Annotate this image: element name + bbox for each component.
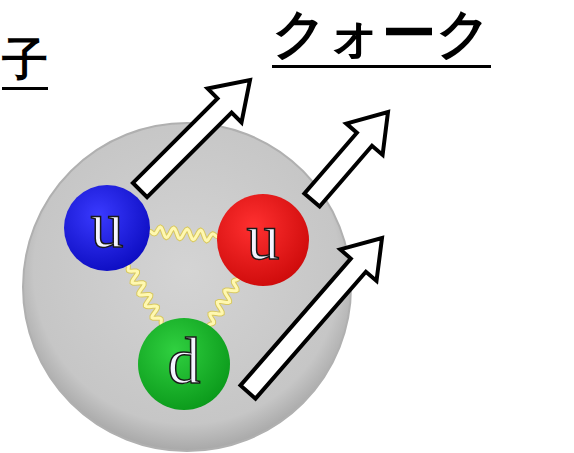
hollow-arrow [304,112,388,207]
hollow-arrow [133,80,250,197]
gluon-line [128,265,161,324]
label-text: 子 [2,34,48,90]
quark-letter: u [247,204,280,270]
quark-circle: u [217,194,309,286]
gluon-line [150,227,217,241]
gluon-line [209,279,239,325]
hollow-arrows [133,80,388,399]
quark-circle: d [138,318,230,410]
quark-circle: u [64,185,150,271]
quark-letter: d [168,328,201,394]
label-text: クォーク [272,4,491,68]
quark-letter: u [91,192,124,258]
proton-body [23,123,351,451]
